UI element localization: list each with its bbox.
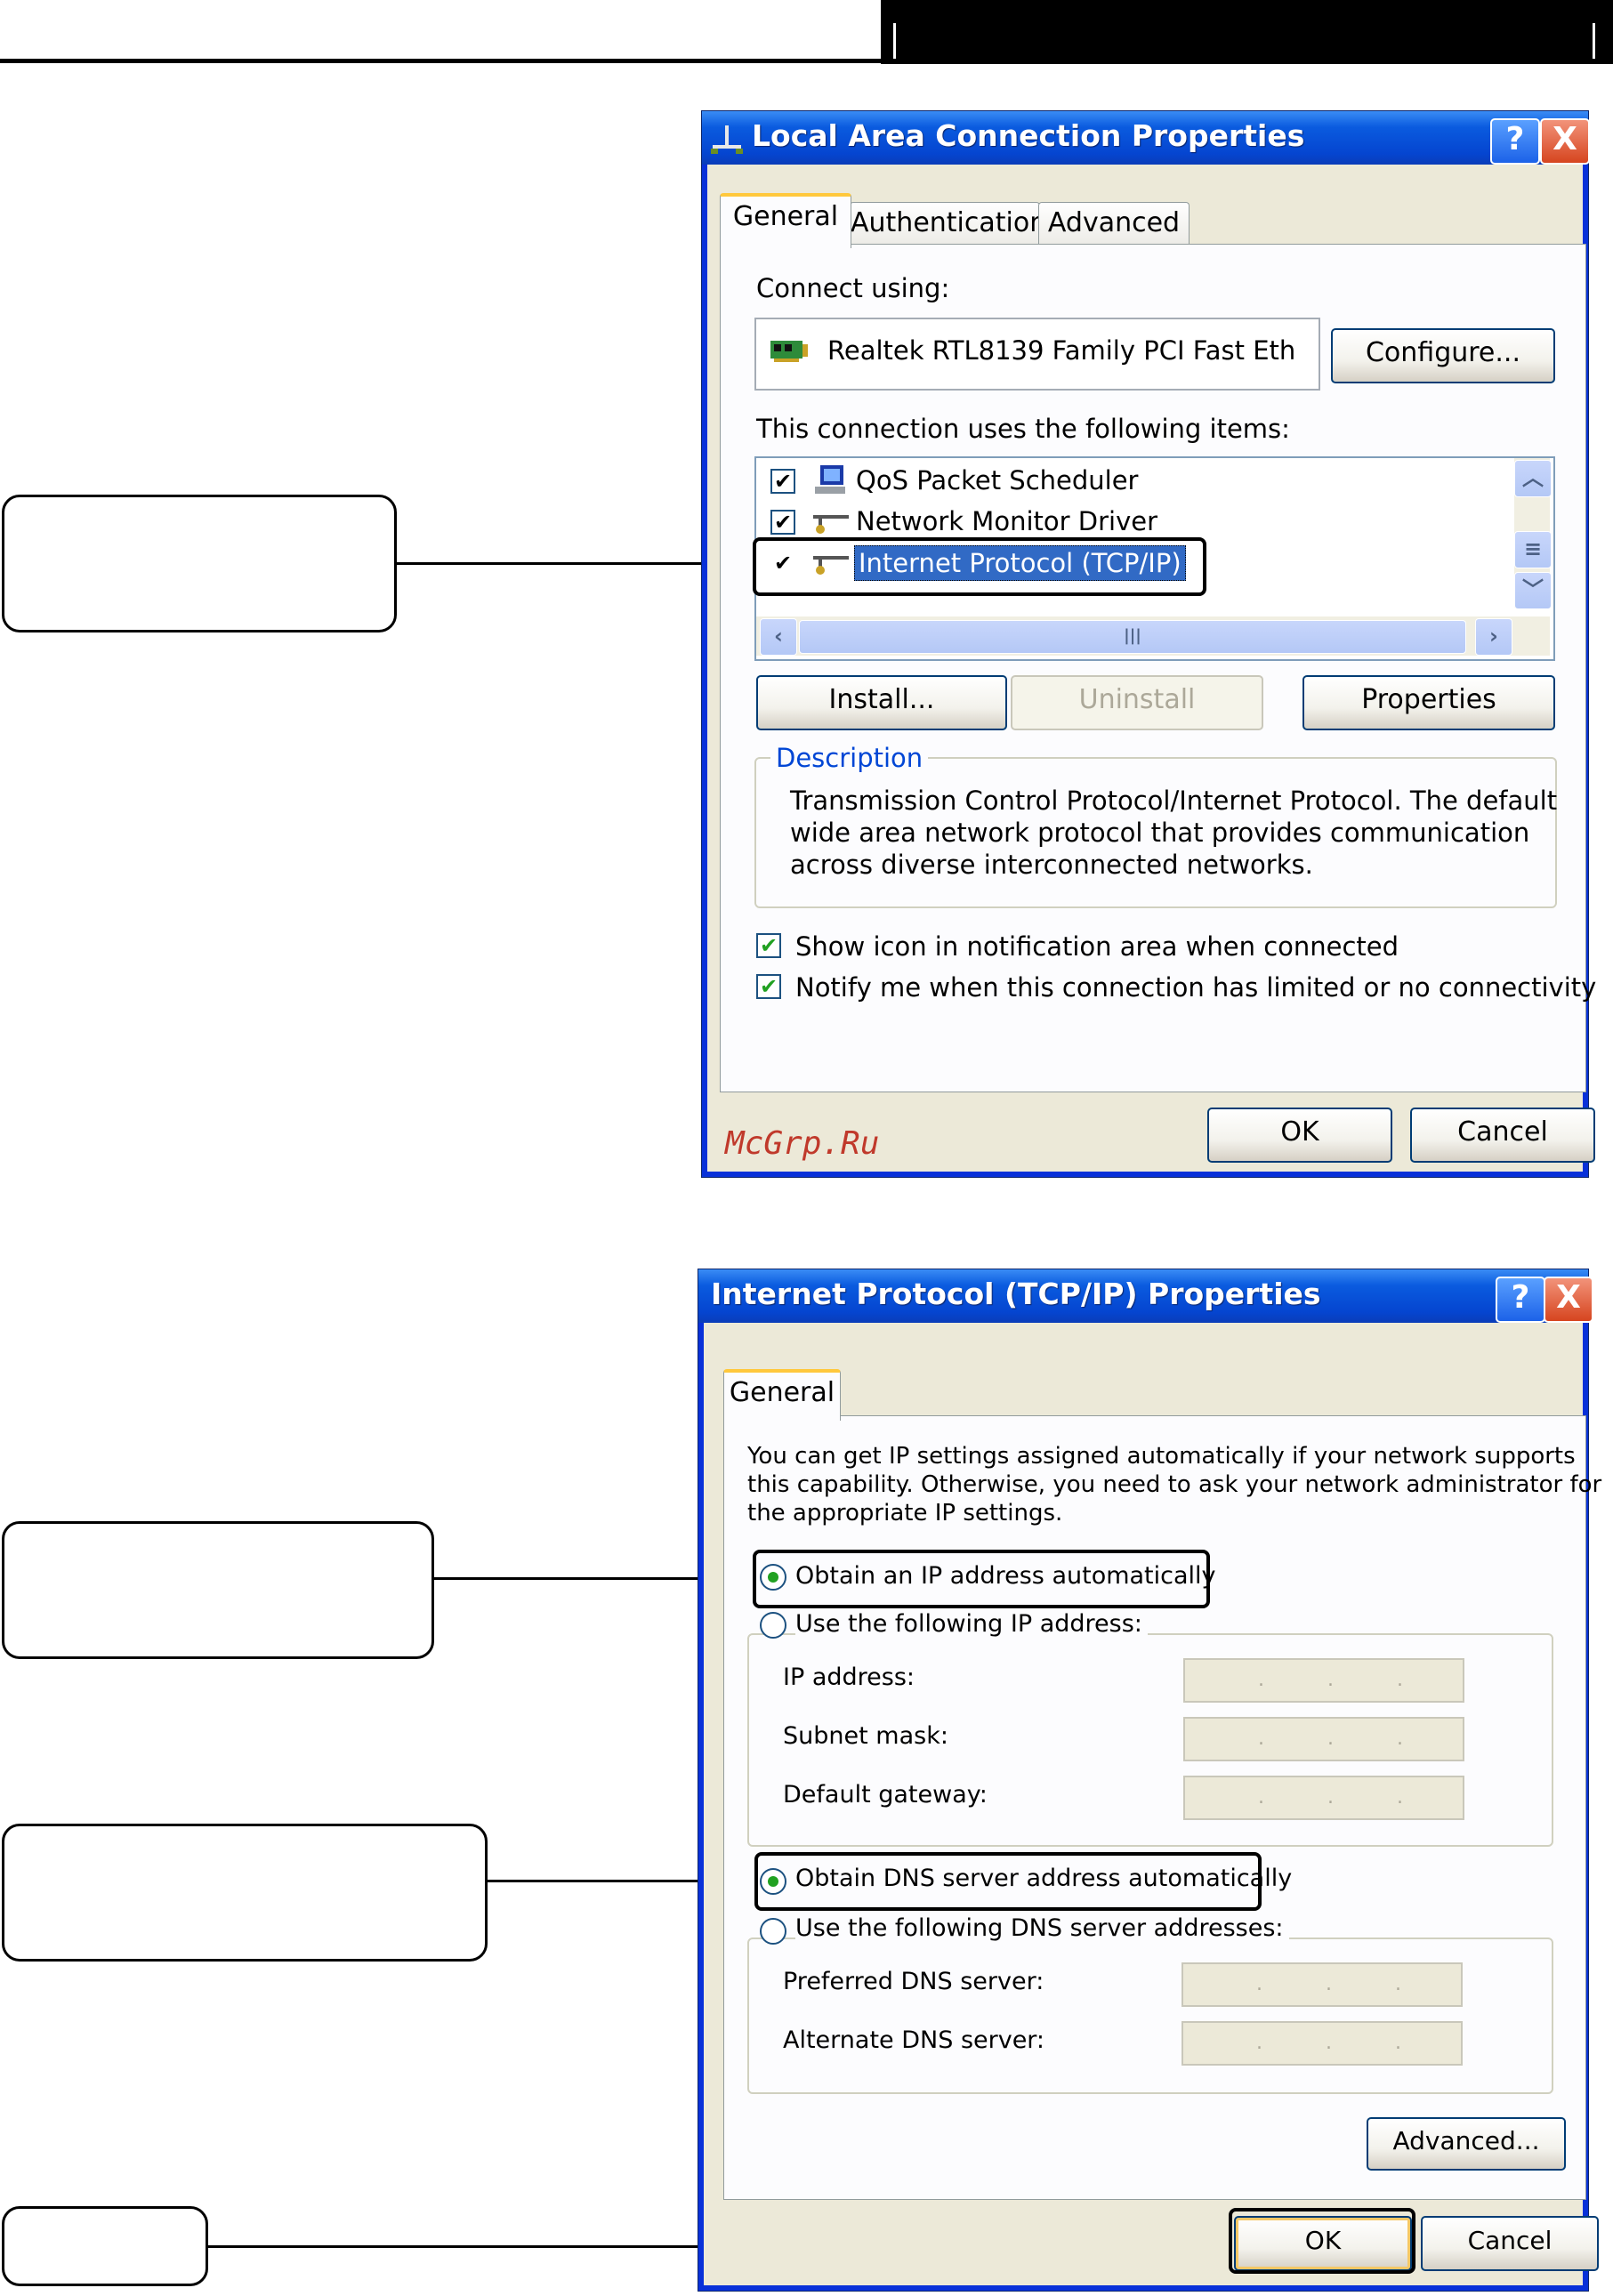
adapter-name: Realtek RTL8139 Family PCI Fast Eth [827,335,1296,366]
description-line-3: across diverse interconnected networks. [790,850,1313,880]
tcpip-close-button[interactable]: X [1544,1277,1593,1323]
callout-box-tcpip [2,495,397,632]
leader-line-obtain-ip [434,1577,765,1580]
highlight-tcpip-item [753,537,1206,596]
lan-client-area: General Authentication Advanced Connect … [707,165,1596,1172]
ip-address-group [747,1633,1553,1847]
callout-box-ok [2,2206,208,2286]
tcpip-titlebar[interactable]: Internet Protocol (TCP/IP) Properties ? … [698,1269,1593,1323]
configure-button[interactable]: Configure... [1331,328,1555,383]
item-checkbox-qos[interactable]: ✔ [770,469,795,494]
use-following-dns-label[interactable]: Use the following DNS server addresses: [795,1914,1289,1942]
intro-line-2: this capability. Otherwise, you need to … [747,1471,1602,1498]
network-protocol-icon [813,551,849,576]
tcpip-properties-window: Internet Protocol (TCP/IP) Properties ? … [698,1269,1601,2292]
subnet-mask-label: Subnet mask: [783,1722,948,1750]
lan-general-panel: Connect using: Realtek RTL8139 Family PC… [720,244,1596,1092]
default-gateway-field[interactable]: ... [1183,1776,1464,1820]
tab-general-tcpip[interactable]: General [723,1369,841,1421]
adapter-field: Realtek RTL8139 Family PCI Fast Eth [754,318,1320,391]
description-line-2: wide area network protocol that provides… [790,818,1530,848]
tab-general[interactable]: General [720,193,851,248]
items-label: This connection uses the following items… [756,414,1290,444]
scheduler-icon [813,463,847,497]
tcpip-help-button[interactable]: ? [1496,1277,1545,1323]
header-tick-left [893,23,896,59]
show-icon-checkbox[interactable]: ✔ [756,933,781,958]
obtain-ip-auto-label[interactable]: Obtain an IP address automatically [795,1562,1216,1590]
callout-box-obtain-dns [2,1824,488,1962]
dns-address-group [747,1938,1553,2094]
obtain-dns-auto-radio[interactable] [760,1868,786,1895]
properties-button[interactable]: Properties [1302,675,1555,730]
lan-cancel-button[interactable]: Cancel [1410,1108,1595,1163]
header-rule [0,59,881,63]
intro-line-3: the appropriate IP settings. [747,1500,1063,1527]
tcpip-cancel-button[interactable]: Cancel [1421,2216,1599,2271]
alternate-dns-field[interactable]: ... [1182,2021,1463,2066]
intro-line-1: You can get IP settings assigned automat… [747,1443,1576,1470]
obtain-dns-auto-label[interactable]: Obtain DNS server address automatically [795,1865,1293,1892]
highlight-ok-button [1229,2208,1415,2274]
scroll-down-button[interactable]: ﹀ [1514,572,1552,609]
network-protocol-icon [813,510,849,535]
scroll-left-button[interactable]: ‹ [760,618,797,656]
default-gateway-label: Default gateway: [783,1781,988,1809]
use-following-ip-label[interactable]: Use the following IP address: [795,1610,1148,1638]
items-list[interactable]: ✔ QoS Packet Scheduler ✔ [754,456,1555,661]
tab-advanced[interactable]: Advanced [1038,202,1190,246]
header-tick-right [1593,23,1595,59]
network-connection-icon [711,125,743,154]
notify-checkbox[interactable]: ✔ [756,974,781,999]
alternate-dns-label: Alternate DNS server: [783,2026,1045,2054]
leader-line-obtain-dns [488,1880,770,1882]
uninstall-button[interactable]: Uninstall [1011,675,1263,730]
leader-line-tcpip [397,562,758,565]
header-block [881,0,1613,64]
item-checkbox-netmon[interactable]: ✔ [770,510,795,535]
description-group [754,757,1557,908]
preferred-dns-label: Preferred DNS server: [783,1968,1044,1995]
scroll-up-button[interactable]: ︿ [1514,460,1552,497]
scroll-thumb[interactable]: ≡ [1514,531,1552,568]
use-following-ip-radio[interactable] [760,1612,786,1639]
install-button[interactable]: Install... [756,675,1007,730]
ip-address-label: IP address: [783,1664,915,1691]
use-following-dns-radio[interactable] [760,1918,786,1945]
tcpip-window-title: Internet Protocol (TCP/IP) Properties [711,1277,1321,1311]
description-line-1: Transmission Control Protocol/Internet P… [790,785,1558,816]
item-label-tcpip[interactable]: Internet Protocol (TCP/IP) [854,545,1186,581]
horizontal-scroll-thumb[interactable]: ||| [799,620,1466,654]
lan-help-button[interactable]: ? [1490,118,1540,165]
callout-box-obtain-ip [2,1521,434,1659]
tcpip-client-area: General You can get IP settings assigned… [704,1323,1601,2285]
subnet-mask-field[interactable]: ... [1183,1717,1464,1761]
preferred-dns-field[interactable]: ... [1182,1962,1463,2007]
lan-close-button[interactable]: X [1540,118,1590,165]
highlight-obtain-dns [754,1852,1262,1911]
lan-properties-window: Local Area Connection Properties ? X Gen… [701,110,1596,1178]
watermark-text: McGrp.Ru [725,1125,880,1162]
network-card-icon [770,337,808,364]
connect-using-label: Connect using: [756,273,950,303]
lan-ok-button[interactable]: OK [1207,1108,1392,1163]
ip-address-field[interactable]: ... [1183,1658,1464,1703]
scroll-right-button[interactable]: › [1475,618,1512,656]
show-icon-label[interactable]: Show icon in notification area when conn… [795,931,1399,962]
highlight-obtain-ip [753,1550,1210,1608]
lan-window-title: Local Area Connection Properties [752,118,1305,153]
item-label-qos[interactable]: QoS Packet Scheduler [856,465,1139,495]
notify-label[interactable]: Notify me when this connection has limit… [795,972,1597,1003]
advanced-button[interactable]: Advanced... [1367,2117,1566,2171]
tab-authentication[interactable]: Authentication [850,202,1046,246]
tcpip-general-panel: You can get IP settings assigned automat… [723,1415,1601,2200]
obtain-ip-auto-radio[interactable] [760,1564,786,1591]
item-label-netmon[interactable]: Network Monitor Driver [856,506,1157,536]
description-group-label: Description [770,743,929,773]
lan-titlebar[interactable]: Local Area Connection Properties ? X [702,111,1590,165]
item-checkbox-tcpip[interactable]: ✔ [770,551,795,576]
